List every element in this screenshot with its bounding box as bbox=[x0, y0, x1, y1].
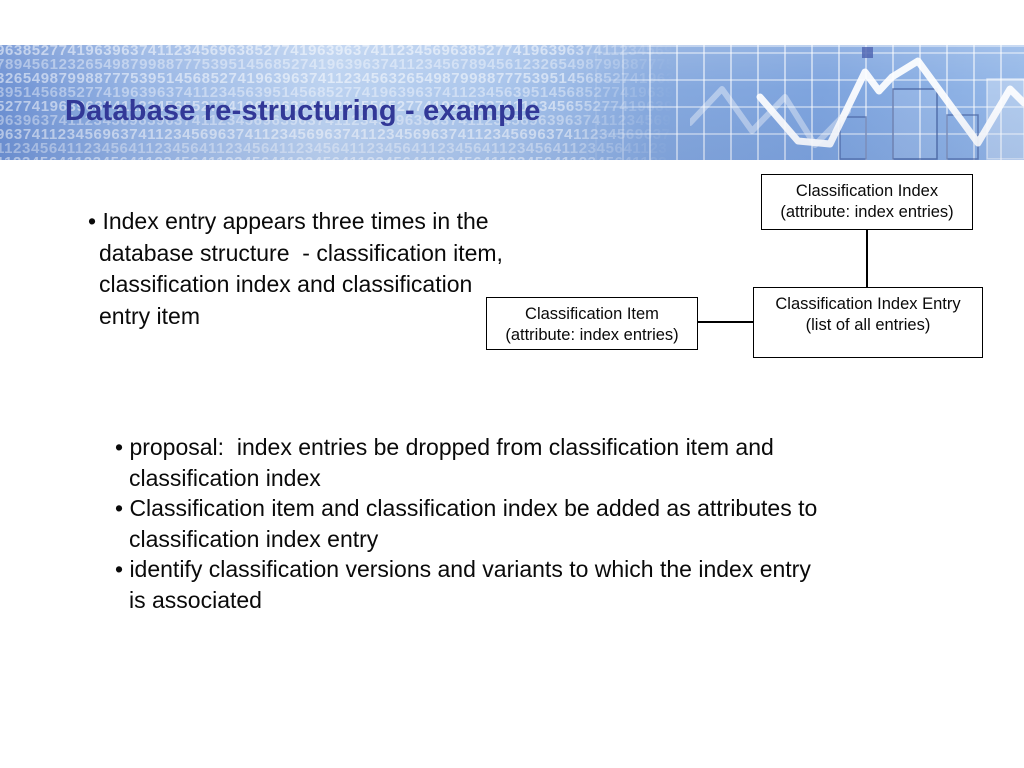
intro-bullet-block: • Index entry appears three times in the… bbox=[88, 206, 503, 332]
bullet-line: database structure - classification item… bbox=[99, 239, 503, 266]
diagram-box-classification-item: Classification Item (attribute: index en… bbox=[486, 297, 698, 350]
digit-row: 3265498799887775395145685274196396374112… bbox=[0, 72, 675, 86]
line-chart-graphic bbox=[690, 47, 1024, 160]
bullet-line: • proposal: index entries be dropped fro… bbox=[115, 434, 774, 460]
bullet-line: classification index and classification bbox=[99, 271, 473, 297]
box-subtitle: (attribute: index entries) bbox=[505, 325, 679, 344]
digit-row: 9637411234569637411234569637411234569637… bbox=[0, 128, 671, 142]
slide-title: Database re-structuring - example bbox=[65, 95, 541, 127]
connector-item-to-entry bbox=[698, 321, 753, 323]
box-subtitle: (list of all entries) bbox=[805, 315, 931, 334]
digit-row: 1123456411234564112345641123456411234564… bbox=[0, 156, 1024, 160]
diagram-box-classification-index: Classification Index (attribute: index e… bbox=[761, 174, 973, 230]
digit-row: 3951456852774196396374112345639514568527… bbox=[0, 86, 674, 100]
bullet-line: • Classification item and classification… bbox=[115, 495, 818, 521]
bullet-line: classification index entry bbox=[129, 525, 379, 552]
bullet-line: classification index bbox=[129, 464, 321, 491]
box-title: Classification Item bbox=[525, 305, 659, 323]
header-banner: 9638527741963963741123456963852774196396… bbox=[0, 45, 1024, 160]
bullet-line: entry item bbox=[99, 302, 200, 329]
proposal-bullet-block: • proposal: index entries be dropped fro… bbox=[115, 432, 817, 615]
bullet-line: is associated bbox=[129, 586, 262, 613]
digit-row: 5277419639637411234565527741963963741123… bbox=[0, 100, 674, 114]
diagram-box-classification-index-entry: Classification Index Entry (list of all … bbox=[753, 287, 983, 358]
digit-row: 1123456411234564112345641123456411234564… bbox=[0, 142, 668, 156]
digit-row: 9638527741963963741123456963852774196396… bbox=[0, 45, 674, 58]
bullet-line: • identify classification versions and v… bbox=[115, 556, 811, 582]
digit-row: 9639637411234569639637411234569639637411… bbox=[0, 114, 672, 128]
box-title: Classification Index Entry bbox=[775, 295, 961, 313]
banner-digit-texture: 9638527741963963741123456963852774196396… bbox=[0, 45, 1024, 160]
digit-row: 7894561232654987998877753951456852741963… bbox=[0, 58, 675, 72]
connector-index-to-entry bbox=[866, 230, 868, 287]
bullet-line: • Index entry appears three times in the bbox=[88, 208, 489, 234]
box-subtitle: (attribute: index entries) bbox=[780, 202, 954, 221]
box-title: Classification Index bbox=[795, 182, 939, 200]
